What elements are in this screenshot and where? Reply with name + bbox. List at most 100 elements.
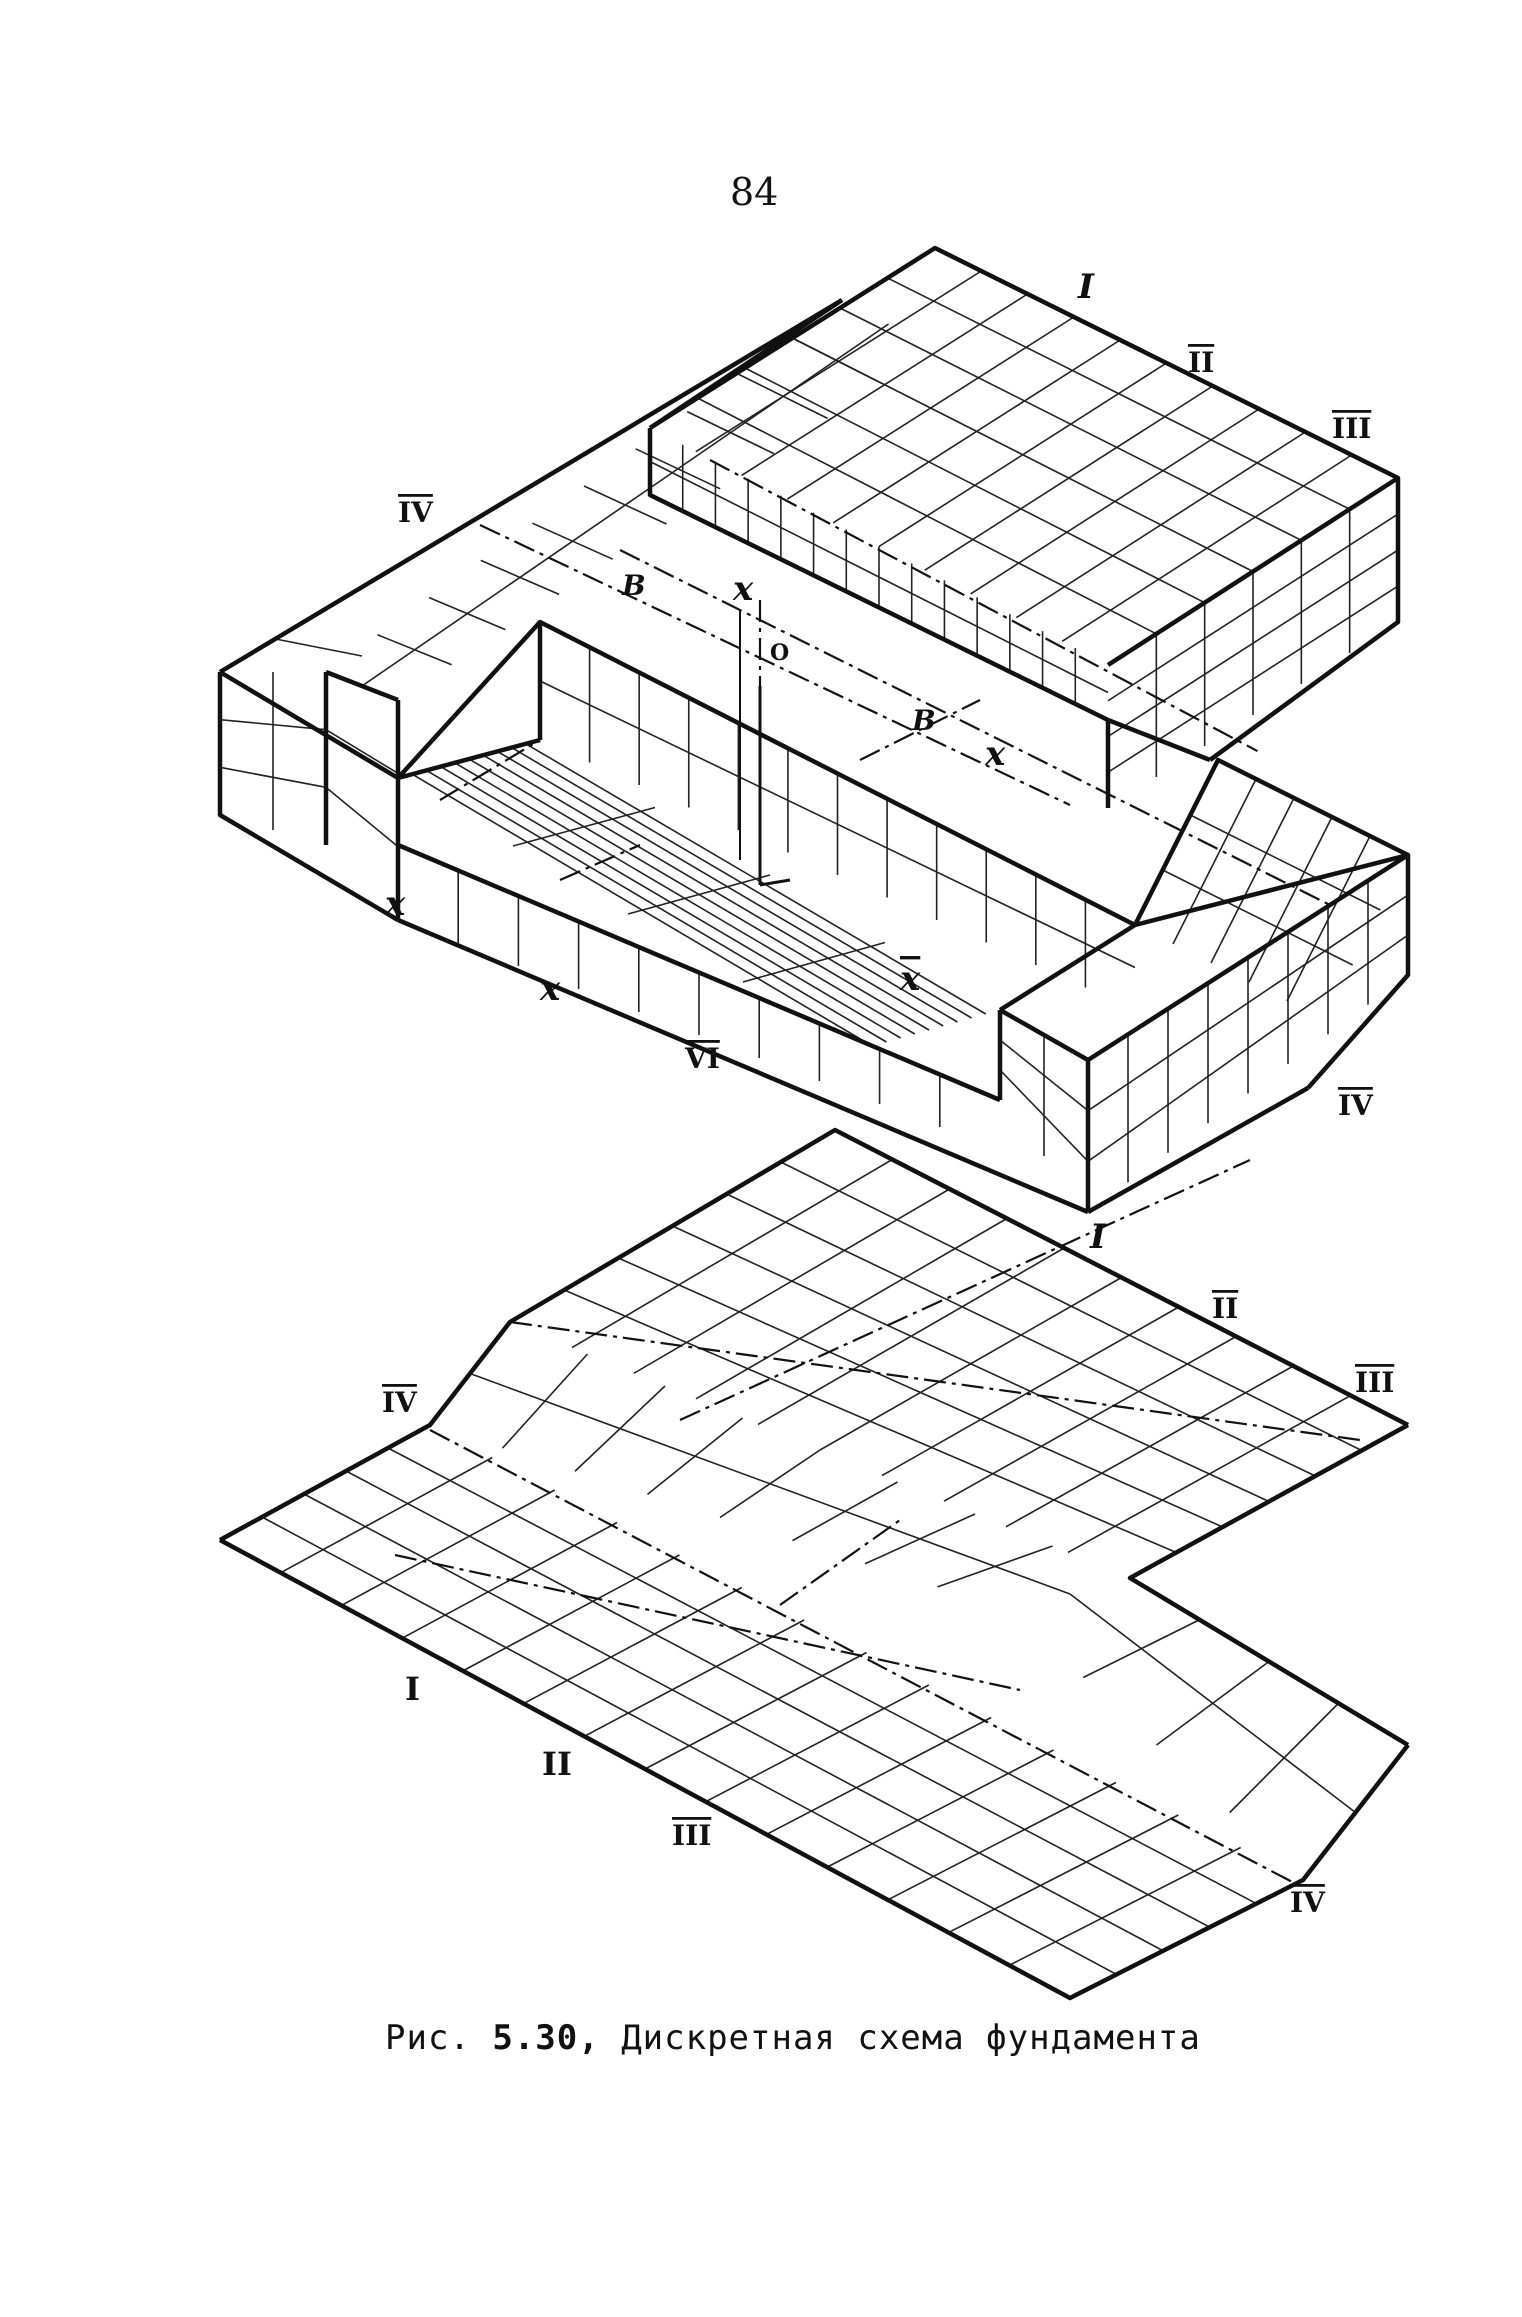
mesh-line-v <box>1286 835 1371 1002</box>
label-x2: x <box>539 969 561 1009</box>
label-x-axis: x <box>732 569 754 609</box>
mesh-line-v <box>742 941 886 983</box>
mesh-line-v <box>1229 1702 1340 1814</box>
mesh-line-v <box>512 806 656 847</box>
label-III-right: III <box>1355 1366 1394 1399</box>
mesh-line-v <box>819 1276 1122 1451</box>
label-II-bottom: II <box>542 1745 572 1783</box>
mesh-line-v <box>1005 1365 1294 1528</box>
label-VI: VI <box>684 1042 720 1075</box>
label-x1: x <box>384 884 406 924</box>
mesh-line-v <box>999 1039 1089 1112</box>
top-block-mesh <box>219 270 1409 1183</box>
mesh-line-v <box>719 1449 821 1519</box>
label-II-top: II <box>1188 346 1214 379</box>
label-I-right: I <box>1089 1217 1107 1257</box>
caption-number: 5.30, <box>492 2018 600 2058</box>
mesh-line-v <box>881 1306 1180 1477</box>
mesh-line-v <box>644 1651 867 1770</box>
mesh-line-v <box>1107 549 1399 738</box>
label-IV-top-right: IV <box>1338 1089 1374 1122</box>
label-I-bottom: I <box>405 1670 420 1708</box>
foundation-3d-block <box>217 245 1411 1215</box>
label-IV-top-left: IV <box>398 496 434 529</box>
top-block-labels: I II III IV B x O B x x x x VI IV <box>384 267 1374 1122</box>
label-B2: B <box>911 704 936 737</box>
mesh-line-v <box>832 339 1121 524</box>
mesh-line-v <box>325 786 399 848</box>
mesh-line-v <box>826 1749 1054 1868</box>
mesh-line-v <box>792 1481 898 1542</box>
base-surface-mesh <box>261 1158 1363 1976</box>
mesh-line-v <box>1087 894 1409 1112</box>
mesh-line-v <box>878 362 1167 548</box>
mesh-line-v <box>633 1188 951 1374</box>
mesh-line-v <box>501 1353 589 1449</box>
base-surface <box>218 1127 1410 2001</box>
mesh-line-v <box>948 1814 1179 1934</box>
mesh-line-v <box>1156 1660 1270 1746</box>
mesh-line-v <box>627 874 771 915</box>
vertical-axis <box>739 610 791 887</box>
mesh-line-v <box>757 1247 1065 1426</box>
mesh-line-v <box>864 1513 976 1565</box>
mesh-line-v <box>924 385 1214 571</box>
mesh-line-v <box>1087 934 1409 1162</box>
label-x8: x <box>899 959 921 999</box>
mesh-line-v <box>887 1781 1117 1901</box>
mesh-line-v <box>1248 816 1333 983</box>
base-surface-labels: I II III IV I II III IV <box>382 1217 1394 1919</box>
mesh-line-v <box>1107 513 1399 702</box>
mesh-line-v <box>786 316 1075 500</box>
mesh-line-v <box>1061 454 1353 642</box>
label-III-bottom: III <box>672 1819 711 1852</box>
mesh-line-v <box>1008 1846 1242 1966</box>
top-block-outline <box>217 245 1411 1215</box>
page-number: 84 <box>730 170 779 214</box>
mesh-line-v <box>539 680 1136 969</box>
mesh-line-v <box>219 766 327 789</box>
mesh-line-v <box>462 1554 680 1672</box>
mesh-line-v <box>341 1489 556 1607</box>
mesh-line-v <box>219 718 327 731</box>
label-IV-left: IV <box>382 1386 418 1419</box>
mesh-line-u <box>272 637 363 657</box>
mesh-line-v <box>695 1217 1008 1400</box>
label-II-right: II <box>1212 1292 1238 1325</box>
mesh-line-v <box>583 1619 805 1737</box>
mesh-line-v <box>999 1069 1089 1162</box>
label-III-top: III <box>1332 412 1371 445</box>
label-O: O <box>770 640 789 666</box>
mesh-line-v <box>649 460 1109 694</box>
mesh-line-v <box>280 1456 493 1574</box>
mesh-line-v <box>741 293 1029 477</box>
label-B1: B <box>621 569 646 602</box>
mesh-line-v <box>361 323 889 687</box>
mesh-line-v <box>1082 1619 1200 1679</box>
mesh-line-v <box>646 1417 744 1495</box>
label-IV-bottom: IV <box>1290 1886 1326 1919</box>
mesh-line-v <box>1015 431 1306 619</box>
mesh-line-u <box>1162 869 1354 966</box>
figure-caption: Рис. 5.30, Дискретная схема фундамента <box>385 2018 1201 2058</box>
caption-text: Дискретная схема фундамента <box>599 2018 1201 2058</box>
caption-prefix: Рис. <box>385 2018 493 2058</box>
mesh-line-v <box>574 1385 666 1472</box>
base-surface-outline <box>218 1127 1410 2001</box>
mesh-line-v <box>1067 1394 1352 1554</box>
base-surface-axes <box>394 1158 1361 1886</box>
mesh-line-v <box>325 728 399 775</box>
label-x3: x <box>984 734 1006 774</box>
mesh-line-v <box>943 1335 1237 1502</box>
mesh-line-v <box>571 1158 893 1349</box>
mesh-line-v <box>523 1586 743 1705</box>
mesh-line-v <box>937 1545 1053 1588</box>
label-I-top: I <box>1077 267 1095 307</box>
mesh-line-v <box>766 1716 992 1836</box>
mesh-line-v <box>705 1684 930 1803</box>
mesh-line-v <box>1172 778 1257 945</box>
mesh-line-v <box>1210 797 1295 964</box>
mesh-line-v <box>970 408 1260 595</box>
top-block-axes <box>439 459 1331 906</box>
